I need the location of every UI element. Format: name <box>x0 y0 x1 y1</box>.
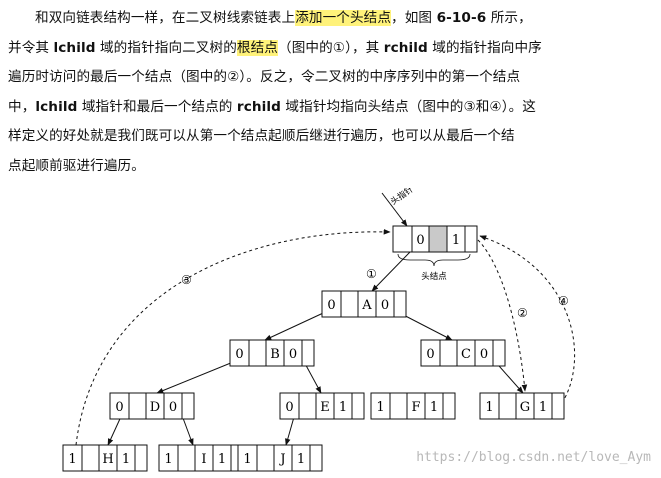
text-span: 所示， <box>486 10 532 26</box>
node-c-rtag: 0 <box>480 347 488 362</box>
node-h-ltag: 1 <box>68 452 76 467</box>
text-span: 和双向链表结构一样，在二叉树线索链表上 <box>35 10 296 26</box>
marker-3: ③ <box>181 273 192 287</box>
node-g-ltag: 1 <box>485 400 493 415</box>
head-ltag: 0 <box>416 233 424 248</box>
text-span: 域指针和最后一个结点的 <box>77 98 237 115</box>
code-term: lchild <box>53 39 96 56</box>
node-e-ltag: 0 <box>285 400 293 415</box>
text-span: 域指针均指向头结点（图中的③和④）。这 <box>281 98 537 115</box>
text-line-6: 点起顺前驱进行遍历。 <box>8 157 145 174</box>
head-pointer-label: 头指针 <box>388 188 416 207</box>
node-b-data: B <box>270 347 280 362</box>
node-f-data: F <box>411 400 420 415</box>
highlight-add-head-node: 添加一个头结点 <box>295 10 392 26</box>
node-h-rtag: 1 <box>122 452 130 467</box>
watermark: https://blog.csdn.net/love_Aym <box>416 450 651 465</box>
marker-2: ② <box>517 306 528 320</box>
code-term: lchild <box>35 98 78 115</box>
node-d-ltag: 0 <box>115 400 123 415</box>
node-i-ltag: 1 <box>164 452 172 467</box>
text-span: 域的指针指向二叉树的 <box>95 39 237 56</box>
text-line-3: 遍历时访问的最后一个结点（图中的②）。反之，令二叉树的中序序列中的第一个结点 <box>8 69 521 85</box>
node-d-data: D <box>150 400 160 415</box>
node-i-data: I <box>201 452 206 467</box>
head-node-brace <box>397 253 471 267</box>
text-span: （图中的①），其 <box>278 39 384 56</box>
node-e-rtag: 1 <box>339 400 347 415</box>
code-term: rchild <box>236 98 282 115</box>
node-g-rtag: 1 <box>539 400 547 415</box>
marker-1: ① <box>366 267 377 281</box>
highlight-root-node: 根结点 <box>236 39 279 56</box>
head-node: 0 1 <box>392 225 478 253</box>
head-node-label: 头结点 <box>421 271 447 282</box>
node-a-data: A <box>361 298 372 313</box>
text-span: ，如图 <box>391 10 437 26</box>
node-h-data: H <box>102 452 113 467</box>
head-rtag: 1 <box>452 233 460 248</box>
node-b-ltag: 0 <box>235 347 243 362</box>
code-term: rchild <box>383 39 428 56</box>
node-j-rtag: 1 <box>297 452 305 467</box>
node-f-rtag: 1 <box>430 400 438 415</box>
text-line-1: 和双向链表结构一样，在二叉树线索链表上添加一个头结点，如图 6-10-6 所示， <box>8 4 656 34</box>
text-span: 并令其 <box>8 39 54 56</box>
node-i-rtag: 1 <box>218 452 226 467</box>
figure-ref: 6-10-6 <box>436 10 487 26</box>
node-d-rtag: 0 <box>169 400 177 415</box>
body-paragraph: 和双向链表结构一样，在二叉树线索链表上添加一个头结点，如图 6-10-6 所示，… <box>8 4 656 181</box>
thread-lines <box>75 229 576 446</box>
node-j-data: J <box>278 452 285 467</box>
text-span: 域的指针指向中序 <box>427 39 542 56</box>
text-line-5: 样定义的好处就是我们既可以从第一个结点起顺后继进行遍历，也可以从最后一个结 <box>8 128 515 144</box>
text-line-4: 中，lchild 域指针和最后一个结点的 rchild 域指针均指向头结点（图中… <box>8 93 656 123</box>
head-pointer-arrow <box>381 192 408 227</box>
node-e-data: E <box>320 400 330 415</box>
node-f-ltag: 1 <box>376 400 384 415</box>
node-c-data: C <box>461 347 471 362</box>
marker-4: ④ <box>558 294 569 308</box>
node-g-data: G <box>520 400 530 415</box>
node-c-ltag: 0 <box>426 347 434 362</box>
node-a-rtag: 0 <box>381 298 389 313</box>
node-a-ltag: 0 <box>327 298 335 313</box>
text-span: 中， <box>8 98 36 115</box>
text-line-2: 并令其 lchild 域的指针指向二叉树的根结点（图中的①），其 rchild … <box>8 34 656 64</box>
node-j-ltag: 1 <box>243 452 251 467</box>
node-b-rtag: 0 <box>289 347 297 362</box>
